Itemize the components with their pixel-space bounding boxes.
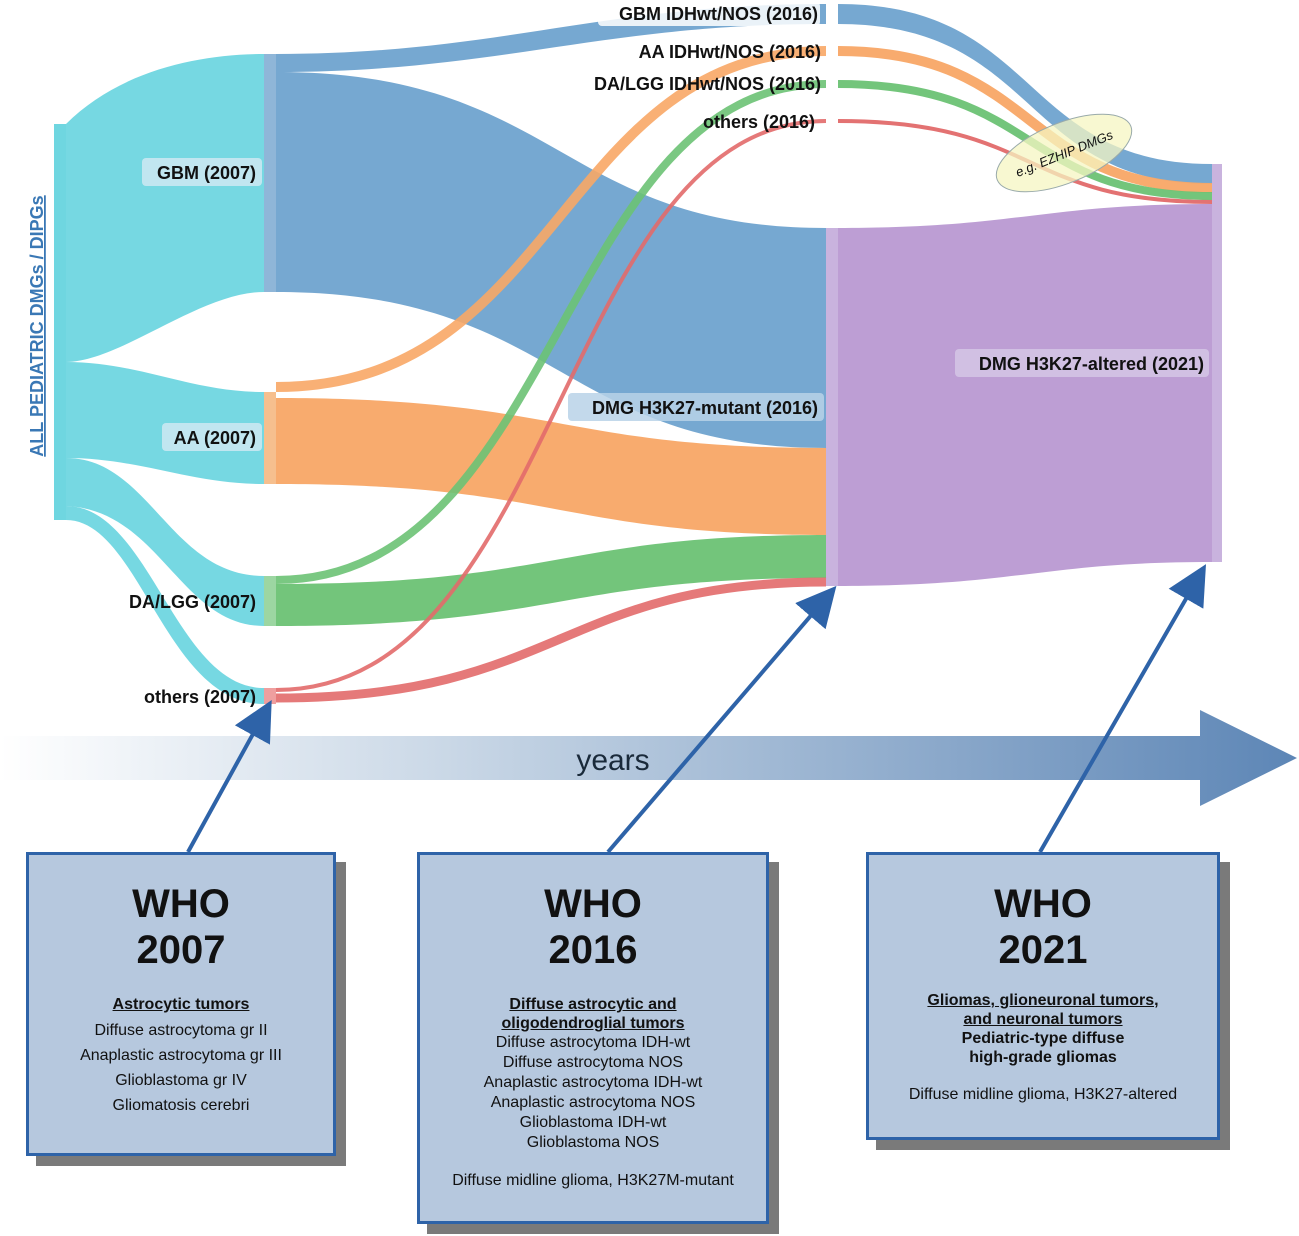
label-others-2016: others (2016) bbox=[703, 112, 815, 132]
label-dalgg-2007: DA/LGG (2007) bbox=[129, 592, 256, 612]
who-heading: and neuronal tumors bbox=[963, 1011, 1123, 1028]
who-item: Glioblastoma NOS bbox=[526, 1134, 660, 1151]
node-all-dmg bbox=[54, 124, 66, 520]
svg-text:GBM IDHwt/NOS (2016): GBM IDHwt/NOS (2016) bbox=[619, 4, 818, 24]
flow-dalgg-to-dmg2016 bbox=[276, 535, 826, 626]
who-heading: Astrocytic tumors bbox=[112, 996, 250, 1013]
who-item: Diffuse astrocytoma IDH-wt bbox=[495, 1034, 691, 1051]
who-heading: oligodendroglial tumors bbox=[501, 1015, 685, 1032]
arrow-who2007 bbox=[186, 699, 272, 853]
flow-dmg2016-to-dmg2021 bbox=[838, 204, 1212, 586]
years-label: years bbox=[576, 744, 649, 777]
who-year: 2021 bbox=[998, 928, 1088, 972]
node-dmg-2021 bbox=[1212, 164, 1222, 562]
who-heading: Gliomas, glioneuronal tumors, bbox=[927, 992, 1159, 1009]
node-dmg-2016 bbox=[826, 228, 838, 586]
flow-aa-to-aa-idhwt bbox=[275, 46, 827, 392]
label-gbm-idhwt-2016: GBM IDHwt/NOS (2016) bbox=[598, 2, 820, 26]
flow-aa-to-dmg2016 bbox=[276, 398, 826, 535]
who-year: 2016 bbox=[548, 928, 638, 972]
svg-text:DMG H3K27-altered (2021): DMG H3K27-altered (2021) bbox=[979, 354, 1204, 374]
who-item: Anaplastic astrocytoma NOS bbox=[490, 1094, 696, 1111]
who-item: Glioblastoma IDH-wt bbox=[519, 1114, 667, 1131]
flow-others-to-others2016 bbox=[275, 119, 827, 692]
label-gbm-2007: GBM (2007) bbox=[142, 158, 262, 186]
label-dmg-2016: DMG H3K27-mutant (2016) bbox=[568, 393, 824, 421]
label-aa-idhwt-2016: AA IDHwt/NOS (2016) bbox=[639, 42, 821, 62]
svg-text:DMG H3K27-mutant (2016): DMG H3K27-mutant (2016) bbox=[592, 398, 818, 418]
who-heading: Diffuse astrocytic and bbox=[509, 996, 677, 1013]
flow-gbm-idhwt-to-2021 bbox=[838, 4, 1212, 184]
who-item: Glioblastoma gr IV bbox=[115, 1072, 247, 1089]
who-footer: Diffuse midline glioma, H3K27M-mutant bbox=[452, 1172, 734, 1189]
who-footer: Diffuse midline glioma, H3K27-altered bbox=[908, 1086, 1178, 1103]
flow-dalgg-to-dalgg-idhwt bbox=[275, 80, 827, 584]
who-title: WHO bbox=[544, 882, 642, 926]
who-item: Anaplastic astrocytoma gr III bbox=[80, 1047, 282, 1064]
flow-aa-idhwt-to-2021 bbox=[837, 46, 1213, 193]
label-dmg-2021: DMG H3K27-altered (2021) bbox=[955, 349, 1209, 377]
node-aa-2007 bbox=[264, 392, 276, 484]
who-subheading: Pediatric-type diffuse bbox=[961, 1030, 1125, 1047]
svg-text:GBM (2007): GBM (2007) bbox=[157, 163, 256, 183]
flow-all-to-dalgg2007 bbox=[66, 458, 264, 626]
who-item: Anaplastic astrocytoma IDH-wt bbox=[483, 1074, 703, 1091]
svg-text:AA (2007): AA (2007) bbox=[174, 428, 256, 448]
flow-gbm-to-dmg2016 bbox=[276, 72, 826, 448]
years-arrow: years bbox=[0, 710, 1297, 806]
vertical-label: ALL PEDIATRIC DMGs / DIPGs bbox=[27, 195, 47, 456]
label-dalgg-idhwt-2016: DA/LGG IDHwt/NOS (2016) bbox=[594, 74, 821, 94]
who-subheading: high-grade gliomas bbox=[969, 1049, 1117, 1066]
who-item: Gliomatosis cerebri bbox=[112, 1097, 250, 1114]
who-title: WHO bbox=[994, 882, 1092, 926]
who-item: Diffuse astrocytoma NOS bbox=[502, 1054, 684, 1071]
node-dalgg-2007 bbox=[264, 576, 276, 626]
who-box-2007: WHO 2007 Astrocytic tumors Diffuse astro… bbox=[26, 852, 336, 1156]
label-others-2007: others (2007) bbox=[144, 687, 256, 707]
arrow-who2016 bbox=[606, 585, 837, 854]
node-others-2007 bbox=[264, 688, 276, 704]
flow-all-to-gbm2007 bbox=[66, 54, 264, 362]
who-box-2016: WHO 2016 Diffuse astrocytic and oligoden… bbox=[417, 852, 769, 1224]
who-box-2021: WHO 2021 Gliomas, glioneuronal tumors, a… bbox=[866, 852, 1220, 1140]
arrow-who2021 bbox=[1038, 564, 1206, 853]
flow-all-to-others2007 bbox=[66, 506, 264, 704]
flow-others-to-dmg2016 bbox=[275, 577, 827, 703]
flow-all-to-aa2007 bbox=[66, 362, 264, 484]
who-item: Diffuse astrocytoma gr II bbox=[94, 1022, 268, 1039]
label-aa-2007: AA (2007) bbox=[162, 423, 262, 451]
who-title: WHO bbox=[132, 882, 230, 926]
who-year: 2007 bbox=[136, 928, 226, 972]
node-gbm-2007 bbox=[264, 54, 276, 292]
